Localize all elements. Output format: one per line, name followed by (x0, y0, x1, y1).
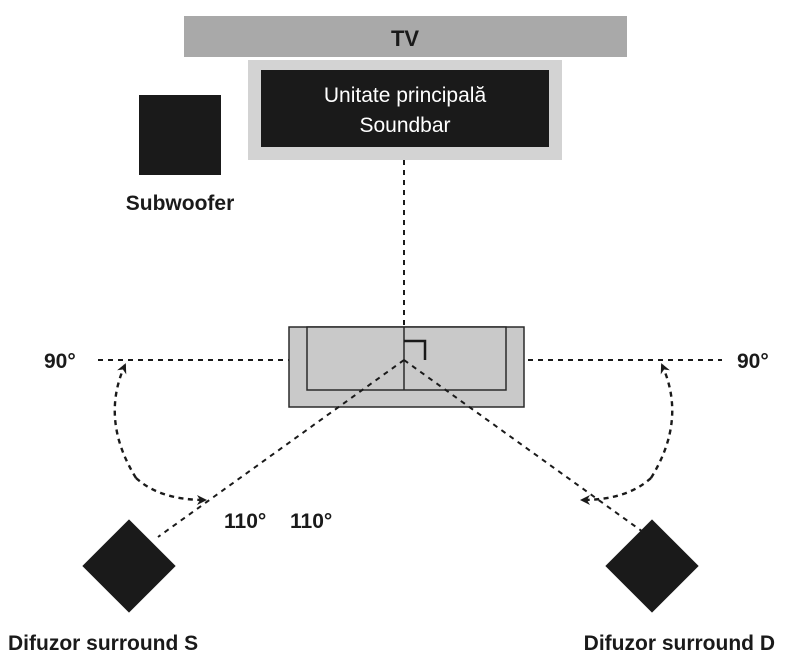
angle-label-left-110: 110° (224, 510, 266, 533)
subwoofer: Subwoofer (126, 95, 235, 215)
tv: TV (184, 16, 627, 57)
right-surround-line (403, 359, 651, 538)
soundbar-body (261, 70, 549, 147)
right-angle-arc (649, 363, 674, 479)
soundbar-label-line2: Soundbar (359, 114, 450, 137)
right-surround-label: Difuzor surround D (584, 632, 775, 655)
soundbar-label-line1: Unitate principală (324, 84, 487, 107)
soundbar-unit: Unitate principală Soundbar (248, 60, 562, 160)
right-angle-marker (404, 339, 427, 360)
angle-label-right-110: 110° (290, 510, 332, 533)
subwoofer-box (139, 95, 221, 175)
listening-position-sofa (288, 326, 525, 408)
left-surround-line (157, 359, 405, 538)
left-angle-arc (113, 363, 138, 479)
subwoofer-label: Subwoofer (126, 192, 235, 215)
right-surround-speaker (605, 519, 699, 613)
angle-label-left-90: 90° (44, 350, 76, 373)
left-surround-label: Difuzor surround S (8, 632, 198, 655)
angle-label-right-90: 90° (737, 350, 769, 373)
left-angle-arc-lower (135, 477, 207, 505)
sofa-seat (306, 326, 507, 391)
tv-label: TV (391, 26, 419, 51)
left-surround-speaker (82, 519, 176, 613)
tv-bar (184, 16, 627, 57)
